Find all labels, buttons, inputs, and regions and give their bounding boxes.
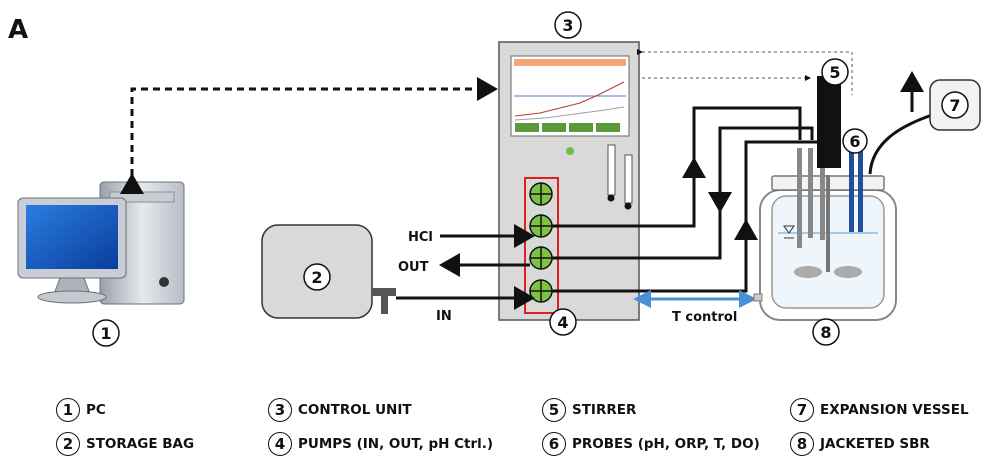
probe-1 <box>849 150 854 232</box>
legend-num: 3 <box>268 398 292 422</box>
legend-item-1: 1 PC <box>56 398 106 422</box>
legend-text: STORAGE BAG <box>86 436 195 452</box>
pc-number-circle <box>92 319 120 347</box>
stirrer-motor <box>817 76 841 168</box>
legend-num: 7 <box>790 398 814 422</box>
pc-control-link <box>120 77 498 194</box>
probe-2 <box>858 150 863 232</box>
pumps-number: 4 <box>557 313 568 332</box>
pumps-number-circle <box>549 308 577 336</box>
t-control-label: T control <box>672 310 737 325</box>
control-number-circle <box>554 11 582 39</box>
legend-text: EXPANSION VESSEL <box>820 402 969 418</box>
legend-item-3: 3 CONTROL UNIT <box>268 398 412 422</box>
panel-label: A <box>8 15 28 45</box>
legend-num: 2 <box>56 432 80 456</box>
legend-item-5: 5 STIRRER <box>542 398 636 422</box>
probes-number: 6 <box>849 132 860 151</box>
legend-num: 6 <box>542 432 566 456</box>
hcl-label: HCl <box>408 230 433 245</box>
legend-text: PROBES (pH, ORP, T, DO) <box>572 436 760 452</box>
legend-item-4: 4 PUMPS (IN, OUT, pH Ctrl.) <box>268 432 493 456</box>
legend-item-6: 6 PROBES (pH, ORP, T, DO) <box>542 432 760 456</box>
expansion-number-circle <box>941 91 969 119</box>
pc-icon <box>17 181 185 305</box>
legend-text: PUMPS (IN, OUT, pH Ctrl.) <box>298 436 494 452</box>
probes-number-circle <box>842 128 868 154</box>
legend-num: 8 <box>790 432 814 456</box>
legend-item-8: 8 JACKETED SBR <box>790 432 930 456</box>
legend-item-2: 2 STORAGE BAG <box>56 432 194 456</box>
legend-num: 4 <box>268 432 292 456</box>
stirrer-number-circle <box>821 58 849 86</box>
pc-number: 1 <box>100 324 111 343</box>
expansion-number: 7 <box>949 96 960 115</box>
storage-number: 2 <box>311 268 322 287</box>
legend-text: PC <box>86 402 106 418</box>
out-label: OUT <box>398 260 429 275</box>
legend-num: 1 <box>56 398 80 422</box>
storage-bag-valve <box>372 288 396 296</box>
legend-text: CONTROL UNIT <box>298 402 412 418</box>
sbr-number: 8 <box>820 323 831 342</box>
status-led <box>566 147 574 155</box>
legend-text: JACKETED SBR <box>820 436 930 452</box>
legend-item-7: 7 EXPANSION VESSEL <box>790 398 969 422</box>
in-label: IN <box>436 309 452 324</box>
legend-num: 5 <box>542 398 566 422</box>
storage-number-circle <box>303 263 331 291</box>
legend-text: STIRRER <box>572 402 637 418</box>
sbr-number-circle <box>812 318 840 346</box>
stirrer-number: 5 <box>829 63 840 82</box>
control-number: 3 <box>562 16 573 35</box>
